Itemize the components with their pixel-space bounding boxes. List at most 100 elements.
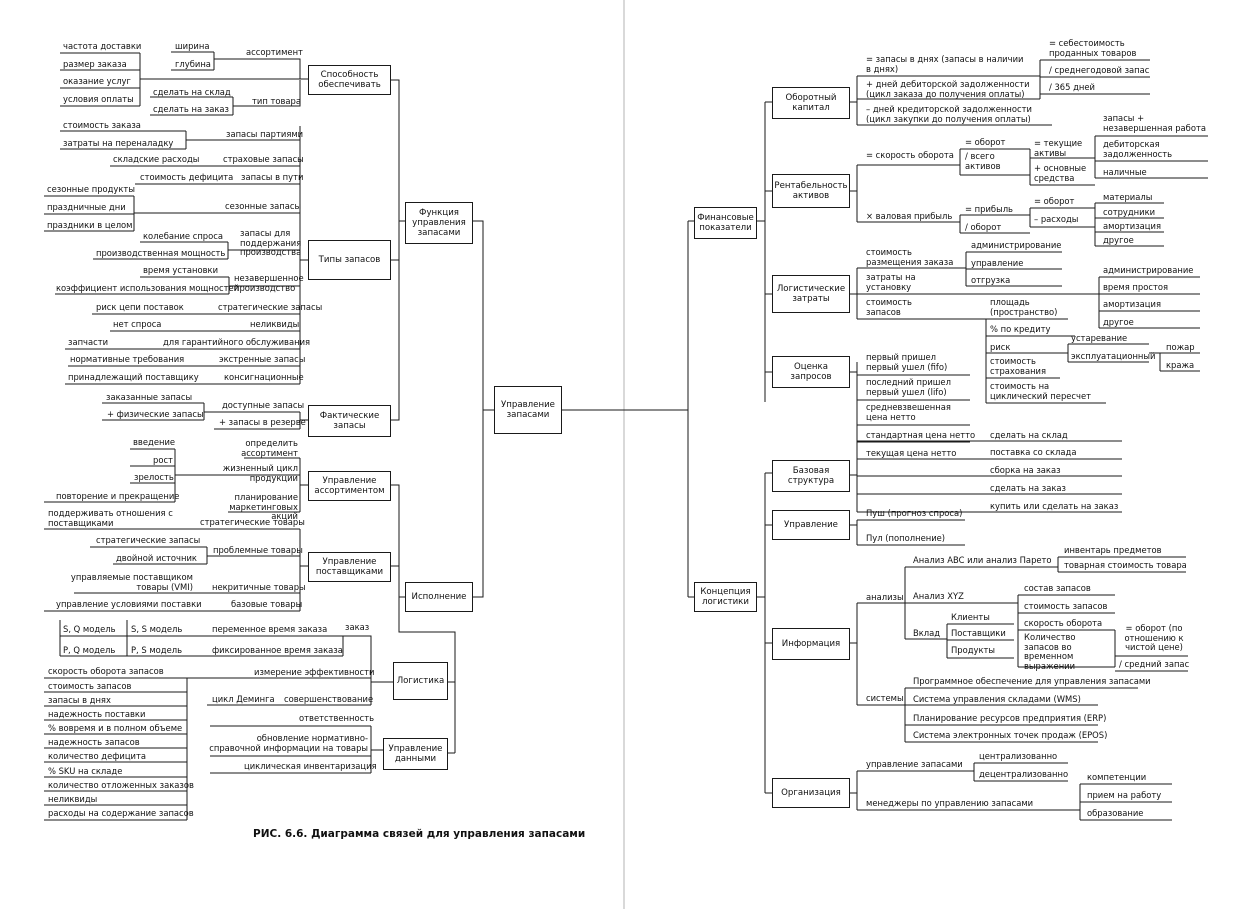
info-avg-stock: / средний запас bbox=[1119, 659, 1190, 669]
prof-total-assets: / всего активов bbox=[965, 151, 1001, 171]
org-managers: менеджеры по управлению запасами bbox=[866, 798, 1034, 808]
information-node: Информация bbox=[772, 628, 850, 660]
data-responsibility: ответственность bbox=[299, 713, 375, 723]
capacity-assortment: ассортимент bbox=[246, 47, 303, 57]
types-seasonal-products: сезонные продукты bbox=[47, 184, 135, 194]
assort-intro: введение bbox=[133, 437, 176, 447]
info-xyz: Анализ XYZ bbox=[913, 591, 964, 601]
org-centralized: централизованно bbox=[979, 751, 1058, 761]
info-inventory-items: инвентарь предметов bbox=[1064, 545, 1162, 555]
capacity-payment: условия оплаты bbox=[63, 94, 134, 104]
types-warehouse: складские расходы bbox=[113, 154, 200, 164]
org-decentralized: децентрализованно bbox=[979, 769, 1069, 779]
lc-obsolescence: устаревание bbox=[1071, 333, 1128, 343]
info-erp: Планирование ресурсов предприятия (ERP) bbox=[913, 713, 1107, 723]
info-products: Продукты bbox=[951, 645, 996, 655]
capacity-delivery-freq: частота доставки bbox=[63, 41, 142, 51]
lc-holding: стоимость запасов bbox=[866, 297, 912, 317]
types-cycle: запасы партиями bbox=[226, 129, 304, 139]
types-emergency: экстренные запасы bbox=[219, 354, 306, 364]
capacity-depth: глубина bbox=[175, 59, 211, 69]
prof-other: другое bbox=[1103, 235, 1134, 245]
types-regulation: нормативные требования bbox=[70, 354, 185, 364]
capacity-to-stock: сделать на склад bbox=[153, 87, 231, 97]
log-ps-model: P, S модель bbox=[131, 645, 183, 655]
lc-operational: эксплуатационный bbox=[1071, 351, 1156, 361]
kpi-item: % SKU на складе bbox=[48, 766, 123, 776]
wc-dso: + дней дебиторской задолженности (цикл з… bbox=[866, 79, 1030, 99]
wc-dio: = запасы в днях (запасы в наличии в днях… bbox=[866, 54, 1024, 74]
supp-delivery-terms: управление условиями поставки bbox=[56, 599, 202, 609]
lc-risk: риск bbox=[990, 342, 1011, 352]
lc-admin: администрирование bbox=[971, 240, 1062, 250]
actual-stock-node: Фактические запасы bbox=[308, 405, 391, 437]
logistic-costs-node: Логистические затраты bbox=[772, 275, 850, 313]
data-mgmt-node: Управление данными bbox=[383, 738, 448, 770]
types-seasonal: сезонные запасы bbox=[225, 201, 302, 211]
capacity-order-size: размер заказа bbox=[63, 59, 127, 69]
org-competence: компетенции bbox=[1087, 772, 1147, 782]
info-wms: Система управления складами (WMS) bbox=[913, 694, 1081, 704]
actual-ordered: заказанные запасы bbox=[106, 392, 193, 402]
info-contribution: Вклад bbox=[913, 628, 941, 638]
types-in-transit: запасы в пути bbox=[241, 172, 304, 182]
base-ato: сборка на заказ bbox=[990, 465, 1061, 475]
base-mto: сделать на заказ bbox=[990, 483, 1067, 493]
log-fixed: фиксированное время заказа bbox=[212, 645, 343, 655]
base-sts: поставка со склада bbox=[990, 447, 1077, 457]
kpi-item: скорость оборота запасов bbox=[48, 666, 164, 676]
assort-maturity: зрелость bbox=[134, 472, 174, 482]
org-education: образование bbox=[1087, 808, 1144, 818]
org-stock-mgmt: управление запасами bbox=[866, 759, 963, 769]
types-wip: незавершенное производство bbox=[234, 273, 304, 293]
data-update: обновление нормативно-справочной информа… bbox=[209, 733, 368, 753]
logistics-node: Логистика bbox=[393, 662, 448, 700]
info-clients: Клиенты bbox=[951, 612, 990, 622]
kpi-item: надежность поставки bbox=[48, 709, 146, 719]
types-holidays-general: праздники в целом bbox=[47, 220, 133, 230]
prof-current: = текущие активы bbox=[1034, 138, 1083, 158]
log-improvement: совершенствование bbox=[284, 694, 374, 704]
types-utilization: коэффициент использования мощностей bbox=[56, 283, 240, 293]
info-turnover-rate: скорость оборота bbox=[1024, 618, 1103, 628]
supplier-mgmt-node: Управление поставщиками bbox=[308, 552, 391, 582]
lc-setup-cost: затраты на установку bbox=[866, 272, 916, 292]
lc-order-cost: стоимость размещения заказа bbox=[866, 247, 954, 267]
val-standard: стандартная цена нетто bbox=[866, 430, 976, 440]
info-abc: Анализ ABC или анализ Парето bbox=[913, 555, 1052, 565]
concept-node: Концепция логистики bbox=[694, 582, 757, 612]
supp-relations: поддерживать отношения с поставщиками bbox=[48, 508, 173, 528]
supp-dual-source: двойной источник bbox=[116, 553, 197, 563]
wc-avg-stock: / среднегодовой запас bbox=[1049, 65, 1150, 75]
types-obsolete: неликвиды bbox=[250, 319, 300, 329]
wc-dpo: – дней кредиторской задолженности (цикл … bbox=[866, 104, 1032, 124]
organization-node: Организация bbox=[772, 778, 850, 808]
prof-turnover2: / оборот bbox=[965, 222, 1002, 232]
prof-materials: материалы bbox=[1103, 192, 1153, 202]
types-demand-var: колебание спроса bbox=[143, 231, 223, 241]
page-gutter bbox=[623, 0, 625, 909]
assort-marketing: планирование маркетинговых акций bbox=[229, 492, 298, 521]
types-changeover: затраты на переналадку bbox=[63, 138, 174, 148]
info-turnover-eq: = оборот (по отношению к чистой цене) bbox=[1124, 623, 1184, 652]
prof-profit: = прибыль bbox=[965, 204, 1013, 214]
types-anticipation: запасы для поддержания производства bbox=[240, 228, 302, 257]
lc-theft: кража bbox=[1166, 360, 1195, 370]
kpi-item: % вовремя и в полном объеме bbox=[48, 723, 183, 733]
types-consignment: консигнационные bbox=[224, 372, 304, 382]
supp-base-goods: базовые товары bbox=[231, 599, 303, 609]
info-analysis: анализы bbox=[866, 592, 904, 602]
types-strategic: стратегические запасы bbox=[218, 302, 323, 312]
log-pq-model: P, Q модель bbox=[63, 645, 116, 655]
types-spare-parts: запчасти bbox=[68, 337, 109, 347]
lc-downtime: время простоя bbox=[1103, 282, 1168, 292]
info-goods-value: товарная стоимость товара bbox=[1064, 560, 1187, 570]
org-hiring: прием на работу bbox=[1087, 790, 1162, 800]
log-sq-model: S, Q модель bbox=[63, 624, 116, 634]
info-value: стоимость запасов bbox=[1024, 601, 1108, 611]
types-holidays: праздничные дни bbox=[47, 202, 126, 212]
log-ss-model: S, S модель bbox=[131, 624, 183, 634]
val-lifo: последний пришел первый ушел (lifo) bbox=[866, 377, 951, 397]
info-suppliers: Поставщики bbox=[951, 628, 1006, 638]
base-mts: сделать на склад bbox=[990, 430, 1068, 440]
